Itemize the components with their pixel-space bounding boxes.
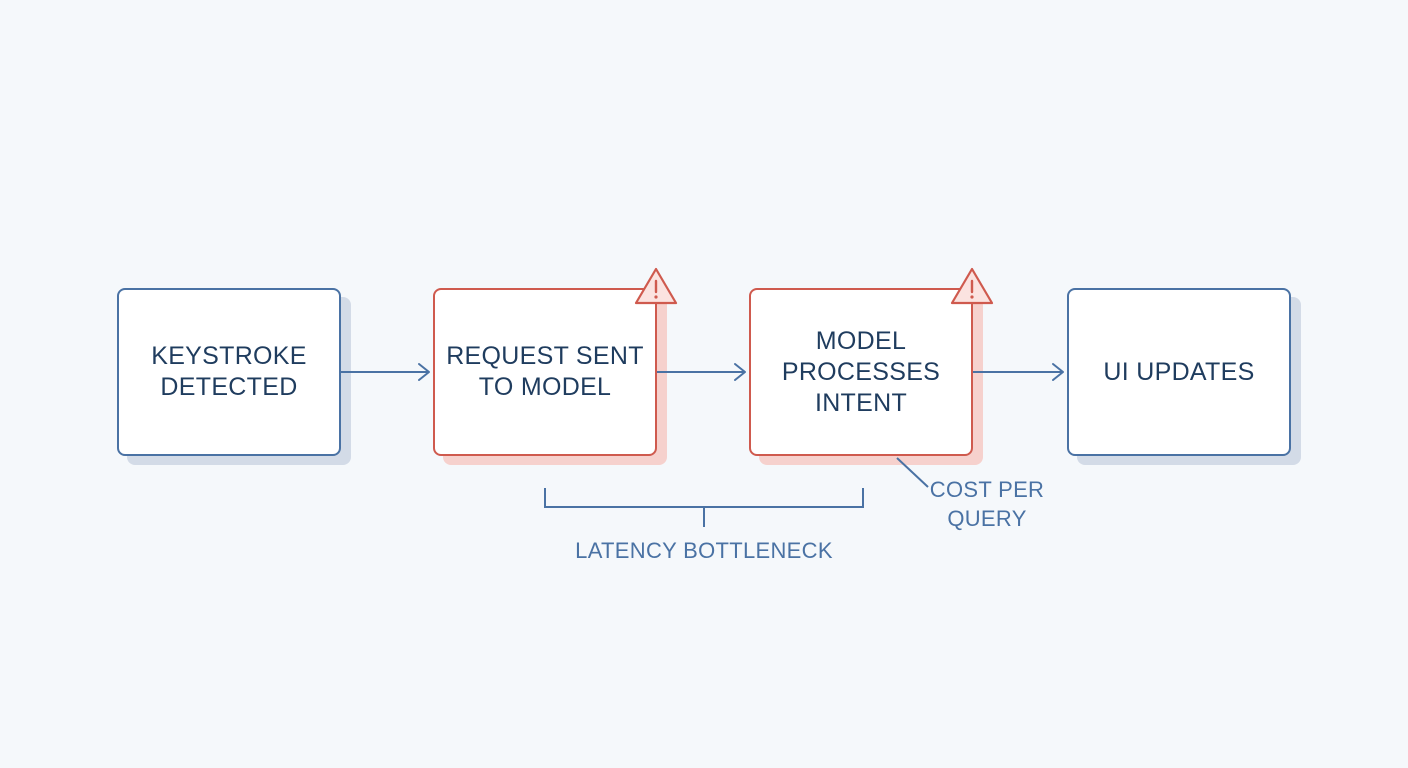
node-label: REQUEST SENT TO MODEL [446, 342, 644, 401]
node-box: KEYSTROKE DETECTED [117, 288, 341, 456]
latency-bottleneck-label: LATENCY BOTTLENECK [575, 538, 833, 563]
node-ui-updates: UI UPDATES [1067, 288, 1301, 465]
warning-triangle-icon [950, 267, 994, 305]
node-label: KEYSTROKE DETECTED [151, 342, 307, 401]
node-box: MODEL PROCESSES INTENT [749, 288, 973, 456]
node-label: MODEL PROCESSES INTENT [781, 326, 941, 417]
node-box: UI UPDATES [1067, 288, 1291, 456]
latency-bracket [544, 488, 864, 527]
node-label: UI UPDATES [1103, 357, 1255, 386]
arrow-right-icon [341, 363, 430, 381]
warning-triangle-icon [634, 267, 678, 305]
node-keystroke-detected: KEYSTROKE DETECTED [117, 288, 351, 465]
cost-per-query-label: COST PER QUERY [929, 477, 1045, 531]
node-model-processes: MODEL PROCESSES INTENT [749, 267, 994, 465]
arrow-right-icon [657, 363, 746, 381]
arrow-right-icon [973, 363, 1064, 381]
node-request-sent: REQUEST SENT TO MODEL [433, 267, 678, 465]
node-box: REQUEST SENT TO MODEL [433, 288, 657, 456]
